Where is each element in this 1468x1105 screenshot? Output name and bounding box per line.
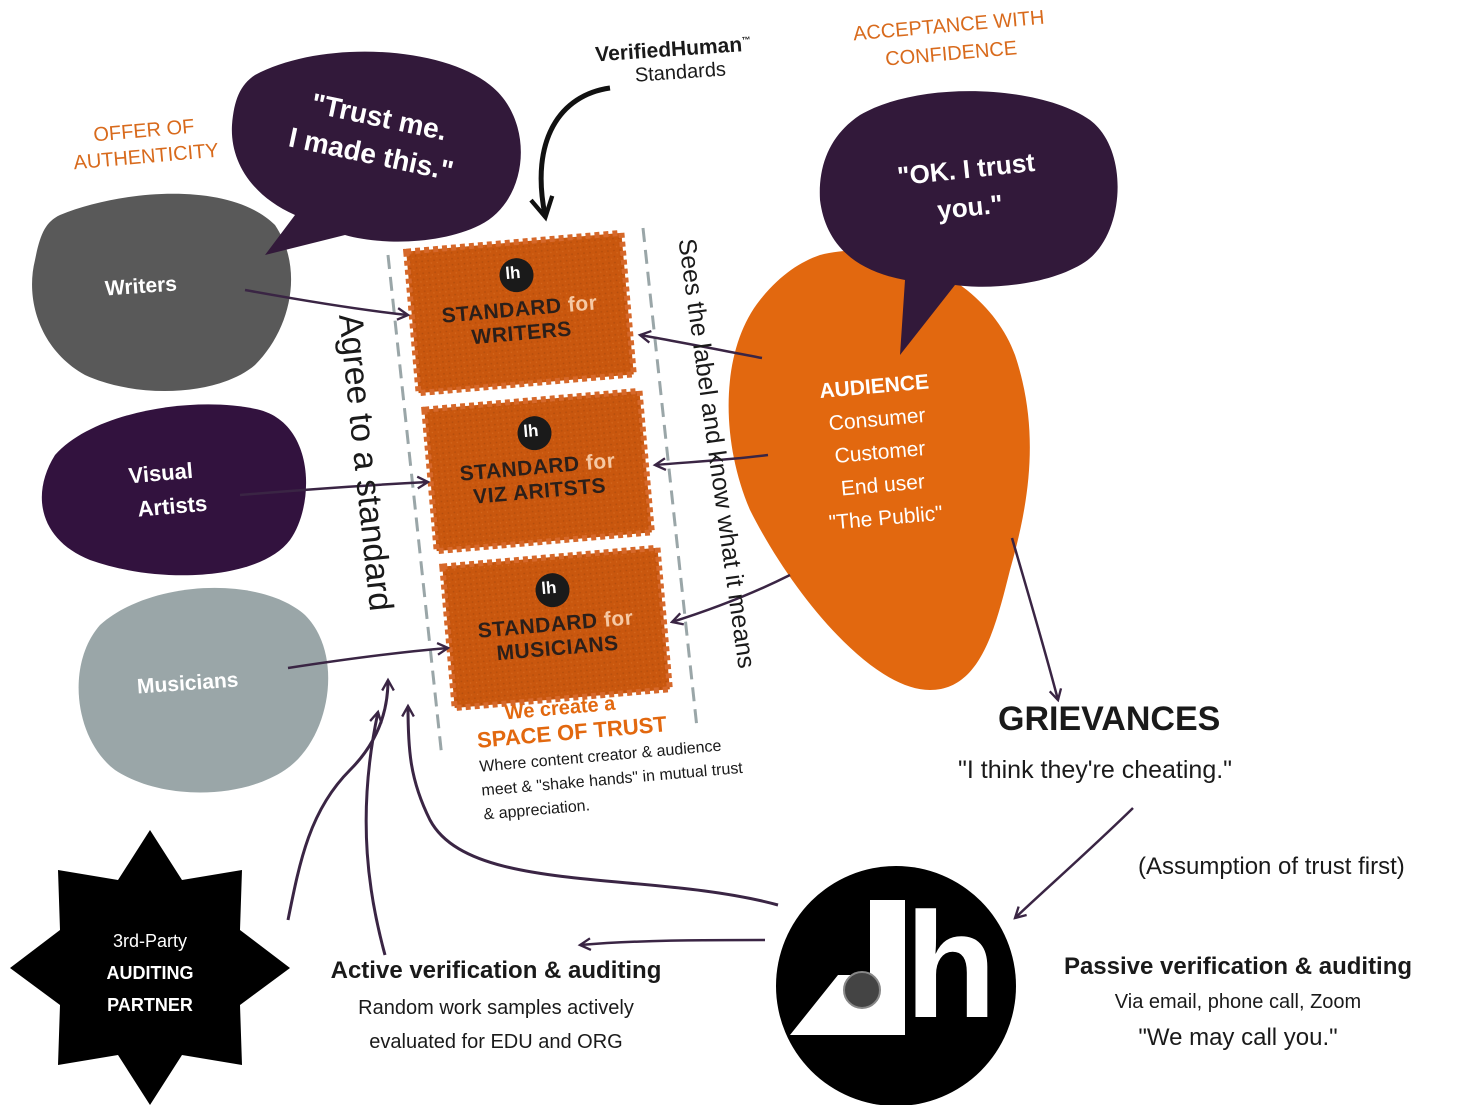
assumption-text: (Assumption of trust first) xyxy=(1138,853,1405,880)
grievances-title: GRIEVANCES xyxy=(998,700,1221,738)
auditor-line2: AUDITING xyxy=(106,963,194,983)
creator-speech-bubble xyxy=(231,51,521,255)
auditor-star xyxy=(10,830,290,1105)
writers-arrow xyxy=(244,288,408,315)
stamp-logo-text: lh xyxy=(522,420,540,442)
logo-h-glyph: h xyxy=(905,881,997,1049)
stamp-writers-label: STANDARD for WRITERS xyxy=(411,289,630,356)
grievance-arrow xyxy=(1010,537,1058,700)
sees-dashed-line-right xyxy=(641,227,699,729)
auditor-to-agree-arrow xyxy=(286,680,388,921)
auditor-line3: PARTNER xyxy=(107,995,193,1015)
stamp-musicians-for: for xyxy=(602,606,635,632)
stamp-writers-content: lh STANDARD for WRITERS xyxy=(407,241,634,389)
auditor-line1: 3rd-Party xyxy=(112,931,188,951)
musicians-arrow xyxy=(287,648,448,670)
audience-blob xyxy=(728,250,1030,690)
writers-blob xyxy=(32,193,292,392)
passive-verification: Passive verification & auditing Via emai… xyxy=(1030,953,1446,1052)
active-desc-line2: evaluated for EDU and ORG xyxy=(369,1031,623,1053)
fingerprint-icon xyxy=(843,971,881,1009)
passive-quote: "We may call you." xyxy=(1138,1024,1338,1051)
audience-text: AUDIENCE Consumer Customer End user "The… xyxy=(793,363,967,541)
visual-artists-blob xyxy=(41,404,307,576)
auditor-text: 3rd-Party AUDITING PARTNER xyxy=(60,925,240,1021)
stamp-viz-for: for xyxy=(584,449,617,475)
writers-label: Writers xyxy=(104,272,178,301)
stamp-logo-icon: lh xyxy=(498,256,535,294)
visual-artists-line2: Artists xyxy=(136,490,209,522)
audience-arrow-writers xyxy=(640,335,763,360)
musicians-blob xyxy=(78,587,329,793)
stamp-viz-artists xyxy=(421,387,656,555)
visual-artists-label: Visual Artists xyxy=(127,453,209,527)
passive-desc: Via email, phone call, Zoom xyxy=(1114,991,1362,1013)
trademark: ™ xyxy=(741,34,752,46)
grievances-quote: "I think they're cheating." xyxy=(958,756,1233,784)
passive-title: Passive verification & auditing xyxy=(1063,953,1413,980)
logo-to-agree-arrow xyxy=(408,706,779,907)
stamp-musicians-label: STANDARD for MUSICIANS xyxy=(447,604,666,671)
logo-to-active-arrow xyxy=(580,940,766,945)
space-of-trust-block: We create a SPACE OF TRUST Where content… xyxy=(474,682,746,827)
active-to-agree-arrow xyxy=(364,712,387,956)
active-desc-line1: Random work samples actively xyxy=(358,997,634,1019)
artists-arrow xyxy=(239,482,428,497)
stamp-writers-for: for xyxy=(566,291,599,317)
stamp-viz-content: lh STANDARD for VIZ ARITSTS xyxy=(425,399,652,547)
stamp-logo-icon: lh xyxy=(534,571,571,609)
stamp-logo-icon: lh xyxy=(516,414,553,452)
stamp-musicians-content: lh STANDARD for MUSICIANS xyxy=(443,556,670,704)
agree-dashed-line-left xyxy=(386,254,444,759)
stamp-logo-text: lh xyxy=(504,262,522,284)
stamp-logo-text: lh xyxy=(540,577,558,599)
stamp-viz-label: STANDARD for VIZ ARITSTS xyxy=(429,447,648,514)
verified-arrow xyxy=(541,85,611,215)
audience-arrow-musicians xyxy=(672,573,791,622)
audience-arrow-artists xyxy=(655,453,769,465)
grievance-to-logo-arrow xyxy=(1015,807,1134,918)
active-desc: Random work samples actively evaluated f… xyxy=(298,991,694,1059)
stamp-writers xyxy=(402,229,638,397)
audience-speech-bubble xyxy=(819,91,1118,356)
active-title: Active verification & auditing xyxy=(330,957,662,984)
stamp-musicians xyxy=(439,544,674,712)
active-verification: Active verification & auditing Random wo… xyxy=(298,957,694,1059)
